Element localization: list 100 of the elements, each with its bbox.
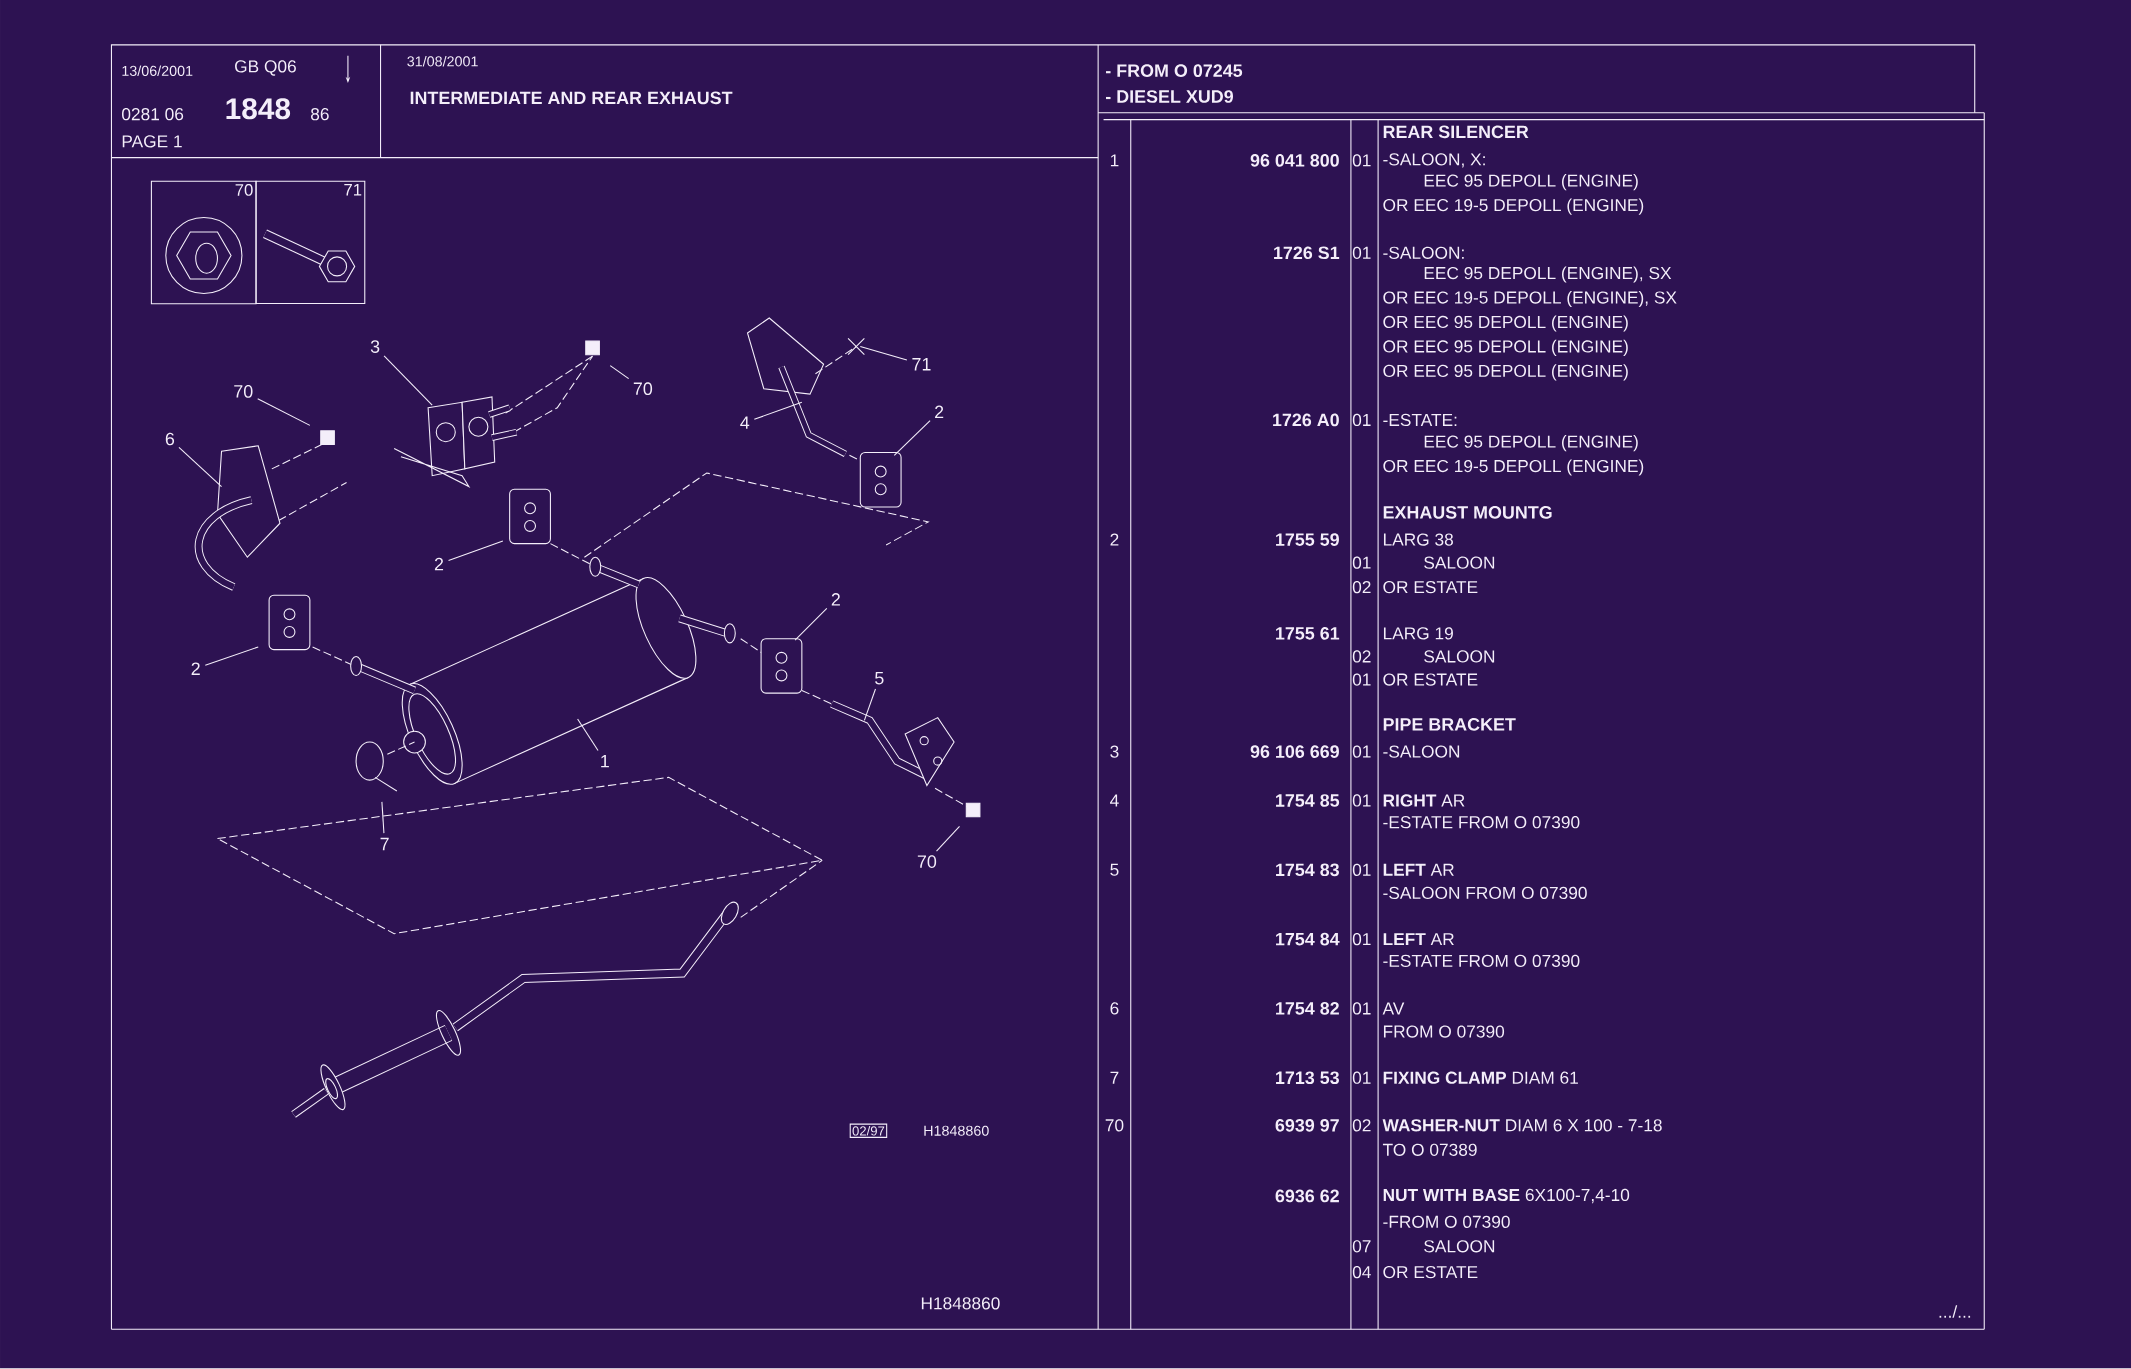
description-text: OR ESTATE	[1383, 1266, 1478, 1279]
quantity: 04	[1352, 1266, 1371, 1279]
item-number: 5	[1110, 864, 1119, 877]
description-text: OR EEC 19-5 DEPOLL (ENGINE), SX	[1383, 291, 1677, 308]
callout-number: 7	[380, 838, 389, 851]
quantity: 02	[1352, 581, 1371, 594]
description-text: LEFT AR	[1383, 864, 1454, 876]
callout-number: 70	[633, 382, 653, 396]
part-number: 1754 83	[1276, 863, 1339, 877]
description-text: LARG 19	[1383, 627, 1453, 640]
leader-line	[794, 608, 828, 641]
code-text: 1848	[226, 98, 291, 120]
part-number: 1755 61	[1276, 627, 1340, 640]
description-text: LEFT AR	[1383, 933, 1454, 946]
description-text: FIXING CLAMP DIAM 61	[1383, 1071, 1578, 1085]
page-text: PAGE 1	[122, 135, 182, 148]
item-number: 1	[1110, 154, 1119, 167]
leader-line	[381, 801, 385, 834]
heading-text: REAR SILENCER	[1383, 125, 1529, 139]
item-number: 3	[1110, 745, 1119, 758]
leader-line	[935, 826, 961, 852]
part-number: 6936 62	[1275, 1189, 1339, 1203]
description-text: -ESTATE FROM O 07390	[1383, 954, 1580, 968]
note-text: - DIESEL XUD9	[1106, 90, 1233, 104]
quantity: 01	[1352, 1002, 1371, 1015]
description-text: -SALOON, X:	[1383, 153, 1485, 168]
inset-box: 71	[255, 180, 366, 305]
date-text: 13/06/2001	[122, 65, 193, 77]
callout-number: 70	[234, 385, 253, 398]
code-text: GB Q06	[235, 60, 296, 76]
description-text: OR EEC 95 DEPOLL (ENGINE)	[1383, 364, 1628, 381]
description-text: -SALOON:	[1383, 246, 1464, 260]
item-number: 6	[1110, 1002, 1119, 1015]
part-number: 1726 S1	[1274, 246, 1340, 260]
description-text: NUT WITH BASE 6X100-7,4-10	[1383, 1189, 1630, 1204]
quantity: 01	[1352, 246, 1371, 260]
description-text: EEC 95 DEPOLL (ENGINE)	[1424, 435, 1638, 452]
description-text: OR EEC 95 DEPOLL (ENGINE)	[1383, 340, 1628, 357]
description-text: EEC 95 DEPOLL (ENGINE)	[1424, 174, 1638, 191]
description-text: -ESTATE:	[1383, 414, 1457, 427]
leader-line	[448, 540, 504, 562]
quantity: 02	[1352, 1119, 1371, 1132]
leader-line	[893, 420, 931, 457]
callout-number: 2	[191, 662, 200, 676]
description-text: AV	[1382, 1002, 1405, 1015]
part-number: 1755 59	[1276, 533, 1339, 547]
drawing-code: H1848860	[921, 1297, 1000, 1310]
quantity: 02	[1352, 650, 1371, 663]
quantity: 01	[1352, 745, 1371, 758]
continuation-mark: .../...	[1939, 1305, 1971, 1319]
part-number: 6939 97	[1275, 1119, 1339, 1132]
revision-box: 02/97	[849, 1123, 888, 1139]
description-text: SALOON	[1424, 1240, 1495, 1253]
item-number: 70	[1105, 1119, 1124, 1132]
quantity: 01	[1352, 794, 1371, 807]
code-text: 86	[311, 108, 329, 121]
quantity: 01	[1352, 1071, 1371, 1085]
leader-line	[577, 718, 599, 752]
quantity: 01	[1352, 863, 1371, 877]
callout-number: 6	[165, 432, 175, 446]
item-number: 2	[1110, 533, 1119, 546]
callout-number: 2	[935, 405, 944, 419]
leader-line	[204, 646, 259, 667]
part-number: 96 106 669	[1250, 745, 1339, 759]
description-text: -ESTATE FROM O 07390	[1383, 816, 1580, 829]
inset-box: 70	[150, 180, 257, 305]
quantity: 07	[1352, 1240, 1371, 1253]
heading-text: EXHAUST MOUNTG	[1383, 506, 1552, 519]
callout-number: 4	[740, 416, 750, 430]
leader-line	[609, 365, 630, 380]
leader-line	[859, 346, 908, 361]
leader-line	[383, 355, 433, 406]
description-text: -SALOON	[1383, 745, 1460, 758]
description-text: LARG 38	[1383, 533, 1453, 546]
callout-number: 5	[875, 672, 884, 685]
leader-line	[753, 401, 803, 420]
part-number: 1726 A0	[1273, 413, 1339, 427]
quantity: 01	[1352, 154, 1371, 167]
description-text: -FROM O 07390	[1383, 1215, 1510, 1229]
part-number: 1713 53	[1276, 1071, 1339, 1085]
quantity: 01	[1352, 414, 1371, 427]
callout-number: 3	[370, 340, 380, 354]
part-number: 1754 85	[1276, 794, 1340, 808]
part-number: 1754 84	[1276, 933, 1340, 946]
title-text: INTERMEDIATE AND REAR EXHAUST	[410, 91, 733, 105]
description-text: WASHER-NUT DIAM 6 X 100 - 7-18	[1382, 1119, 1662, 1132]
part-number: 1754 82	[1276, 1002, 1339, 1015]
callout-number: 70	[917, 855, 937, 869]
quantity: 01	[1352, 673, 1371, 686]
callout-number: 71	[912, 358, 931, 371]
code-text: 0281 06	[122, 108, 184, 121]
description-text: OR ESTATE	[1383, 581, 1478, 594]
description-text: OR EEC 95 DEPOLL (ENGINE)	[1383, 315, 1628, 332]
quantity: 01	[1352, 556, 1371, 569]
item-number: 7	[1110, 1072, 1119, 1084]
leader-line	[863, 688, 876, 722]
callout-number: 1	[601, 755, 609, 768]
drawing-code: H1848860	[924, 1125, 989, 1137]
item-number: 4	[1110, 794, 1119, 807]
date-text: 31/08/2001	[407, 56, 478, 67]
